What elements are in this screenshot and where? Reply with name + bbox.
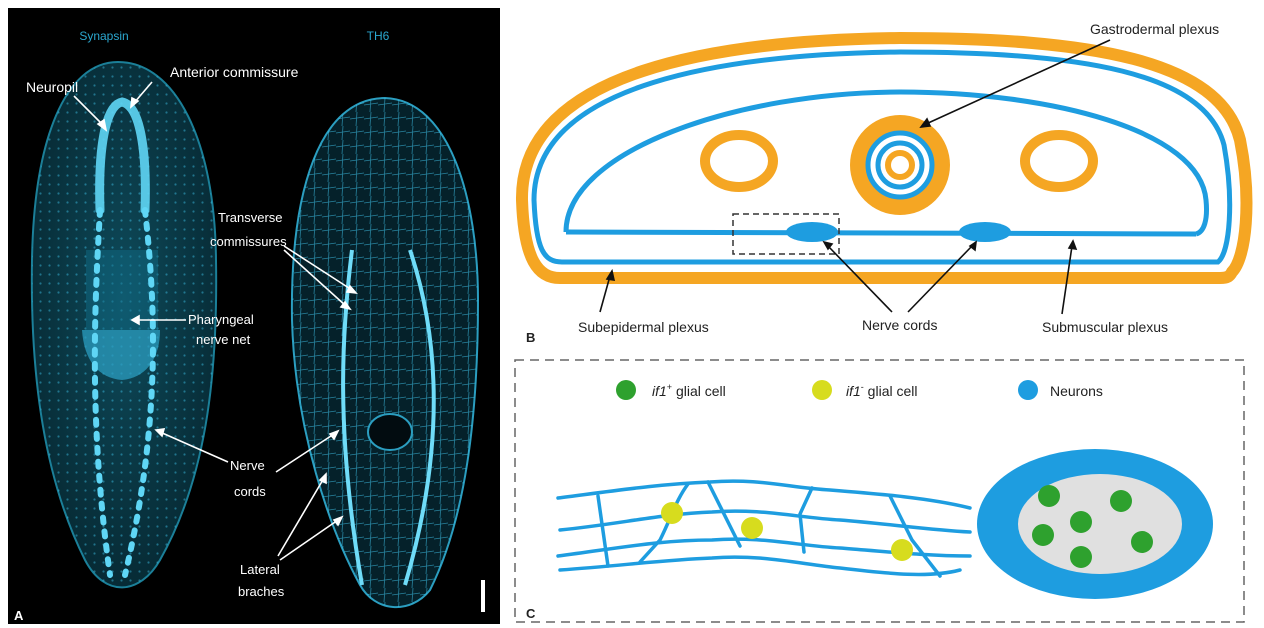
label-nerve-cords-1: Nerve [230,458,265,473]
glial-green-5 [1131,531,1153,553]
label-pharyngeal-2: nerve net [196,332,251,347]
gut-branch-left [705,135,773,187]
stain-th6: TH6 [367,29,390,43]
label-lateral-1: Lateral [240,562,280,577]
legend-blue-text: Neurons [1050,383,1103,399]
nerve-fiber-bundle [558,481,970,576]
pharynx-lumen [888,153,912,177]
legend-yellow-dot [812,380,832,400]
scale-bar [481,580,485,612]
glial-green-3 [1070,511,1092,533]
glial-yellow-2 [741,517,763,539]
glial-green-6 [1070,546,1092,568]
glial-green-1 [1038,485,1060,507]
nerve-cord-b-right [959,222,1011,242]
panel-c-letter: C [526,606,536,621]
label-nerve-cords-2: cords [234,484,266,499]
nerve-cord-b-left [786,222,838,242]
panel-c: C if1+ glial cell if1- glial cell Neuron… [515,360,1244,622]
label-gastrodermal: Gastrodermal plexus [1090,21,1219,37]
glial-yellow-1 [661,502,683,524]
glial-green-2 [1110,490,1132,512]
pharynx-pouch [86,250,158,330]
th6-pharynx [368,414,412,450]
gut-branch-right [1025,135,1093,187]
legend-green-text: if1+ glial cell [652,382,726,399]
label-transverse-1: Transverse [218,210,283,225]
label-lateral-2: braches [238,584,285,599]
panel-b: Gastrodermal plexus Subepidermal plexus … [522,21,1246,345]
label-nerve-cords-b: Nerve cords [862,317,937,333]
label-transverse-2: commissures [210,234,287,249]
legend-blue-dot [1018,380,1038,400]
label-neuropil: Neuropil [26,79,78,95]
label-pharyngeal-1: Pharyngeal [188,312,254,327]
panel-a: Synapsin TH6 Neuropil Anterior commissur… [8,8,500,624]
ventral-plexus-line [566,232,1196,234]
label-submuscular: Submuscular plexus [1042,319,1168,335]
stain-synapsin: Synapsin [79,29,128,43]
label-subepidermal: Subepidermal plexus [578,319,709,335]
label-anterior-commissure: Anterior commissure [170,64,299,80]
panel-a-letter: A [14,608,24,623]
legend-green-dot [616,380,636,400]
legend-yellow-text: if1- glial cell [846,382,918,399]
panel-b-letter: B [526,330,535,345]
glial-yellow-3 [891,539,913,561]
glial-green-4 [1032,524,1054,546]
